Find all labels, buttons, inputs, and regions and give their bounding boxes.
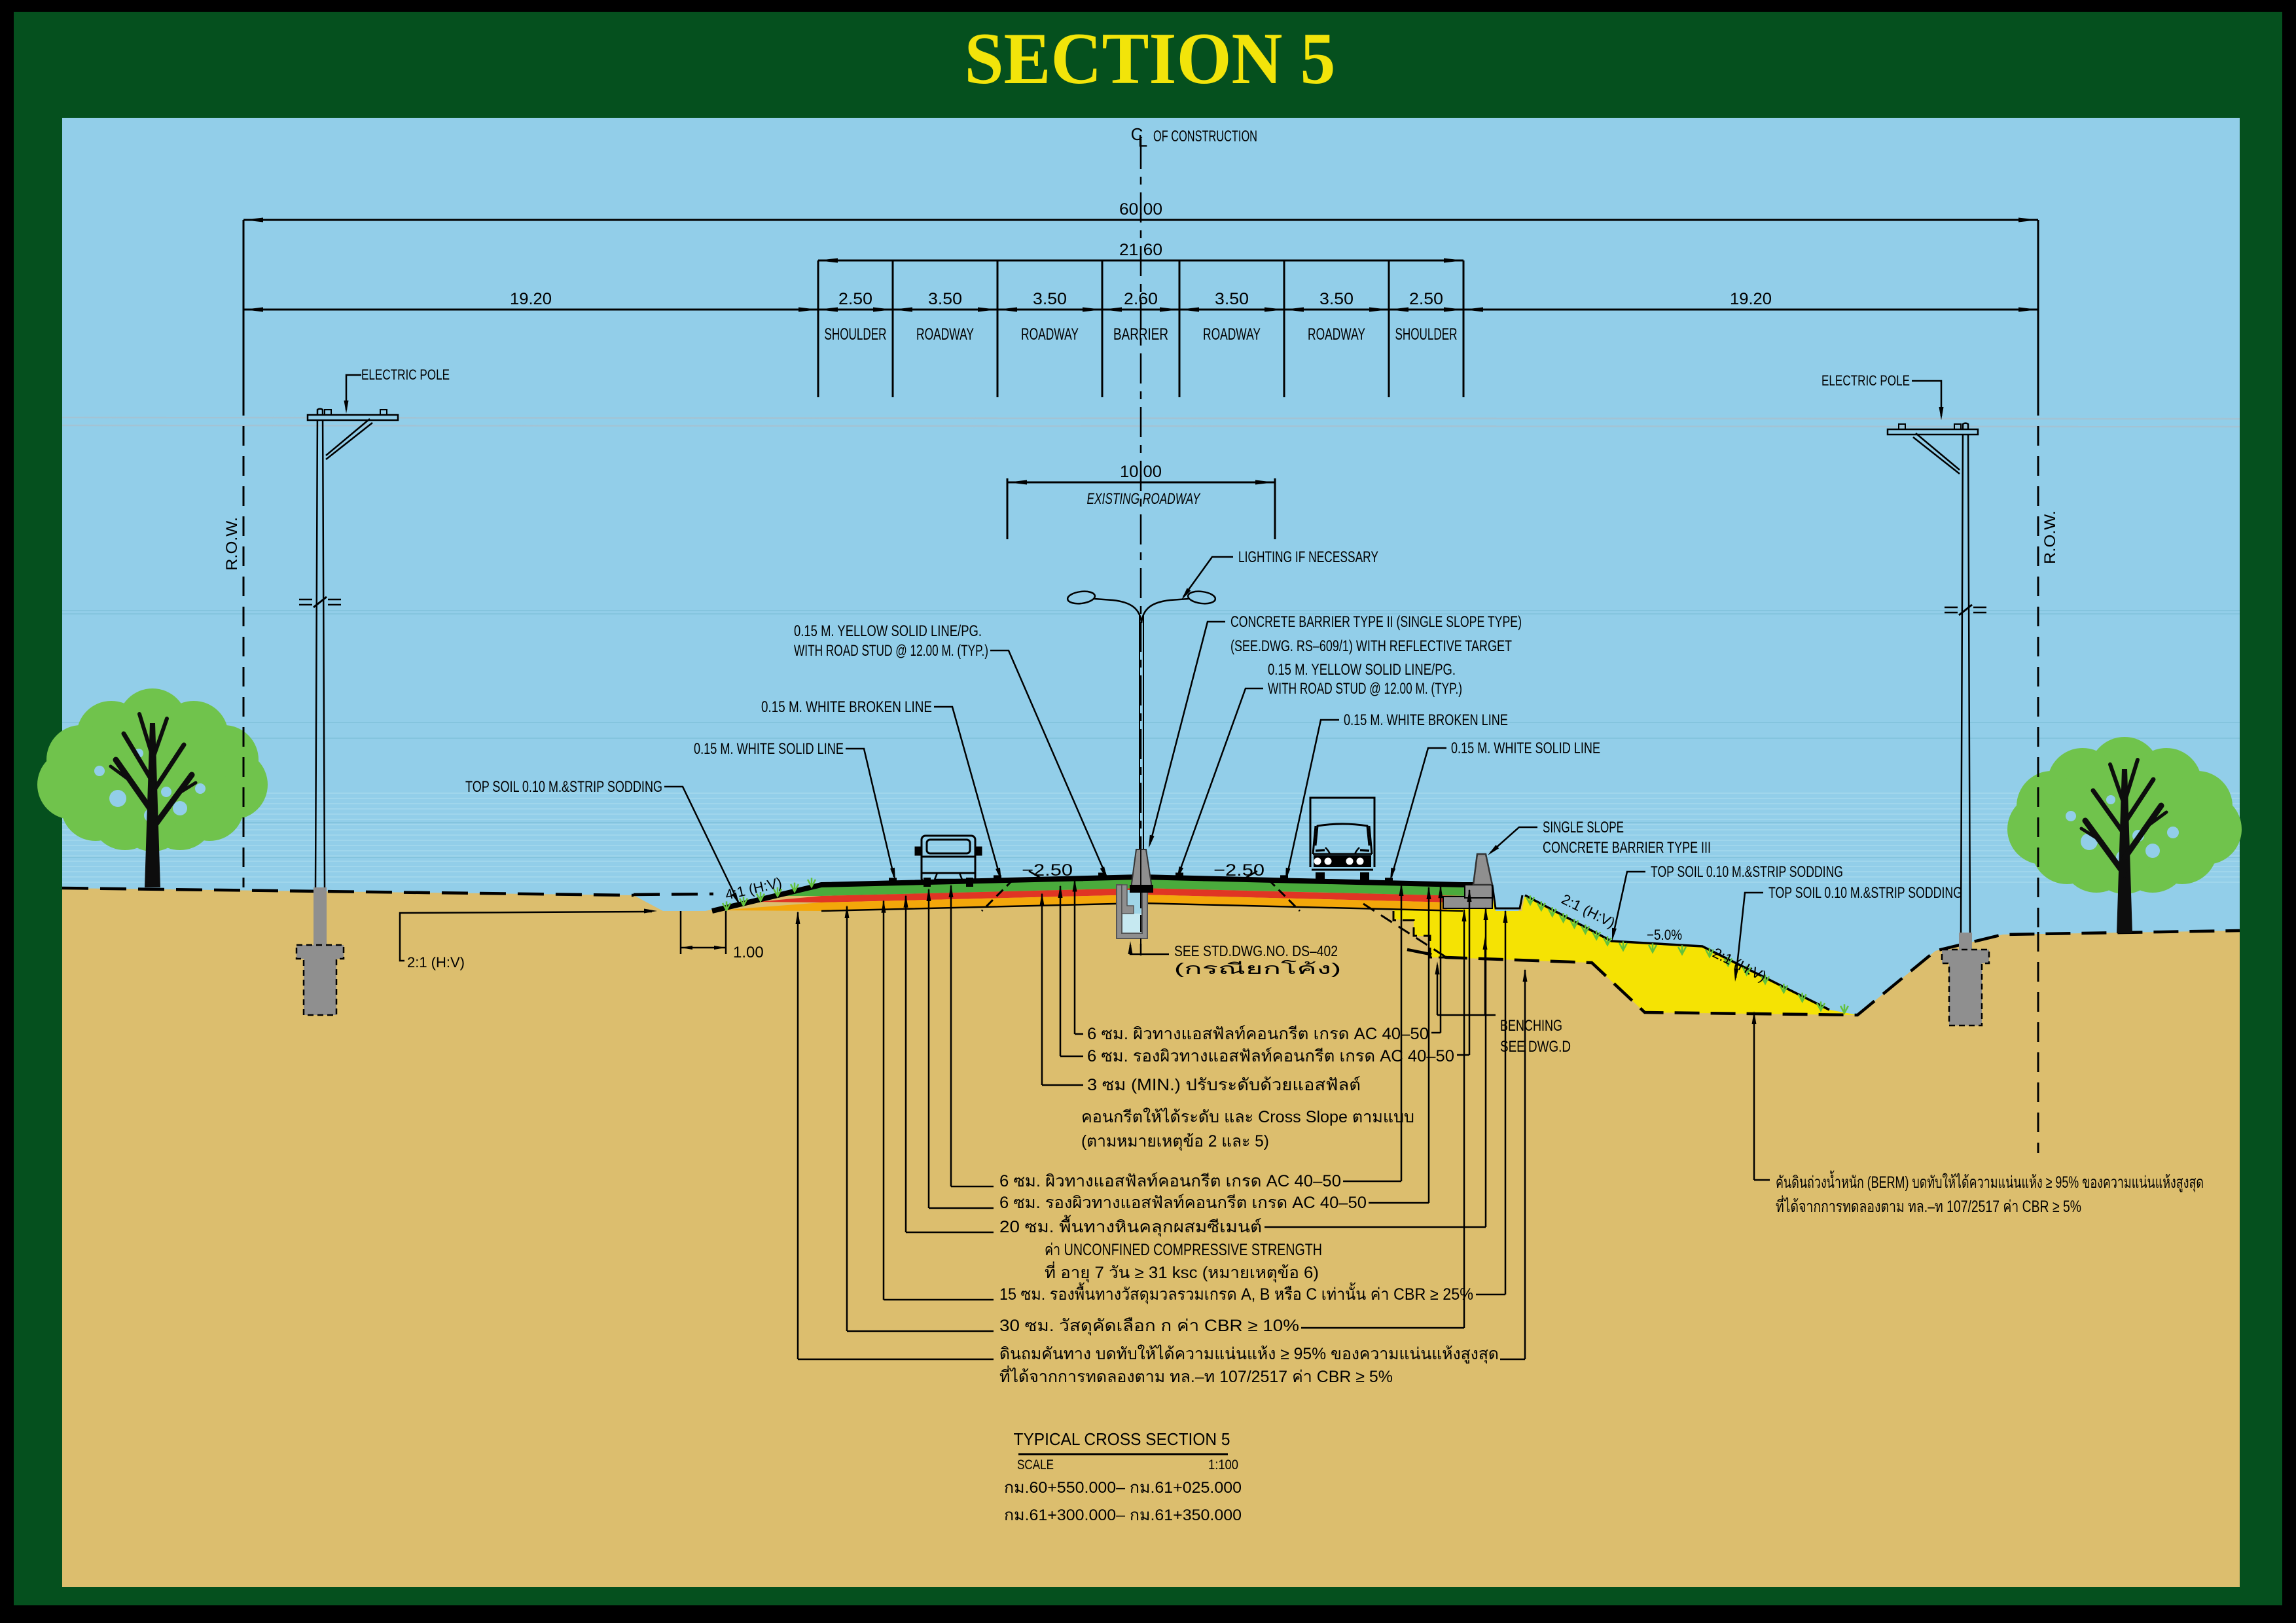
svg-text:15 ซม. รองพื้นทางวัสดุมวลรวมเก: 15 ซม. รองพื้นทางวัสดุมวลรวมเกรด A, B หร…	[999, 1282, 1473, 1304]
svg-text:(กรณียกโค้ง): (กรณียกโค้ง)	[1174, 960, 1341, 977]
svg-text:คอนกรีตให้ได้ระดับ และ Cross S: คอนกรีตให้ได้ระดับ และ Cross Slope ตามแบ…	[1081, 1107, 1414, 1126]
svg-text:ที่ได้จากการทดลองตาม ทล.–ท 107: ที่ได้จากการทดลองตาม ทล.–ท 107/2517 ค่า …	[999, 1365, 1393, 1386]
svg-text:2:1 (H:V): 2:1 (H:V)	[407, 954, 465, 971]
svg-text:R.O.W.: R.O.W.	[2041, 510, 2059, 564]
svg-text:1:100: 1:100	[1208, 1457, 1238, 1472]
svg-text:WITH ROAD STUD @ 12.00 M. (TYP: WITH ROAD STUD @ 12.00 M. (TYP.)	[1268, 680, 1462, 698]
svg-text:C: C	[1131, 124, 1143, 144]
svg-text:OF CONSTRUCTION: OF CONSTRUCTION	[1153, 128, 1257, 145]
svg-text:ROADWAY: ROADWAY	[916, 325, 974, 344]
svg-text:−2.50: −2.50	[1022, 861, 1073, 880]
svg-text:3.50: 3.50	[1319, 290, 1354, 308]
svg-text:TYPICAL CROSS SECTION 5: TYPICAL CROSS SECTION 5	[1014, 1429, 1230, 1449]
svg-text:กม.60+550.000– กม.61+025.000: กม.60+550.000– กม.61+025.000	[1004, 1479, 1242, 1497]
svg-text:0.15 M. WHITE BROKEN LINE: 0.15 M. WHITE BROKEN LINE	[1344, 711, 1508, 729]
svg-text:−2.50: −2.50	[1213, 861, 1265, 880]
svg-text:3.50: 3.50	[1215, 290, 1249, 308]
svg-text:3 ซม (MIN.) ปรับระดับด้วยแอสฟั: 3 ซม (MIN.) ปรับระดับด้วยแอสฟัลต์	[1087, 1076, 1361, 1094]
svg-text:CONCRETE BARRIER TYPE II (SING: CONCRETE BARRIER TYPE II (SINGLE SLOPE T…	[1230, 613, 1522, 631]
svg-text:LIGHTING IF NECESSARY: LIGHTING IF NECESSARY	[1238, 548, 1378, 566]
svg-text:6 ซม. รองผิวทางแอสฟัลท์คอนกรีต: 6 ซม. รองผิวทางแอสฟัลท์คอนกรีต เกรด AC 4…	[999, 1194, 1367, 1212]
svg-text:L: L	[1138, 131, 1147, 151]
svg-text:BENCHING: BENCHING	[1500, 1017, 1562, 1035]
svg-text:EXISTING ROADWAY: EXISTING ROADWAY	[1087, 490, 1201, 508]
svg-text:3.50: 3.50	[928, 290, 962, 308]
svg-text:SINGLE SLOPE: SINGLE SLOPE	[1543, 819, 1624, 836]
svg-text:0.15 M. YELLOW SOLID LINE/PG.: 0.15 M. YELLOW SOLID LINE/PG.	[1268, 661, 1456, 679]
svg-text:คันดินถ่วงน้ำหนัก (BERM) บดทับ: คันดินถ่วงน้ำหนัก (BERM) บดทับให้ได้ความ…	[1776, 1170, 2204, 1192]
svg-text:กม.61+300.000– กม.61+350.000: กม.61+300.000– กม.61+350.000	[1004, 1507, 1242, 1524]
svg-text:ELECTRIC POLE: ELECTRIC POLE	[1821, 372, 1910, 389]
svg-text:3.50: 3.50	[1033, 290, 1067, 308]
svg-text:CONCRETE BARRIER TYPE III: CONCRETE BARRIER TYPE III	[1543, 839, 1711, 857]
svg-text:1.00: 1.00	[733, 944, 764, 961]
svg-text:6 ซม. รองผิวทางแอสฟัลท์คอนกรีต: 6 ซม. รองผิวทางแอสฟัลท์คอนกรีต เกรด AC 4…	[1087, 1047, 1454, 1065]
svg-text:0.15 M. YELLOW SOLID LINE/PG.: 0.15 M. YELLOW SOLID LINE/PG.	[794, 622, 982, 640]
svg-text:SCALE: SCALE	[1017, 1457, 1054, 1472]
svg-text:−5.0%: −5.0%	[1647, 927, 1682, 943]
svg-text:ที่ได้จากการทดลองตาม ทล.–ท 107: ที่ได้จากการทดลองตาม ทล.–ท 107/2517 ค่า …	[1776, 1195, 2081, 1216]
svg-text:TOP SOIL 0.10 M.&STRIP SODDING: TOP SOIL 0.10 M.&STRIP SODDING	[465, 778, 662, 796]
svg-text:(ตามหมายเหตุข้อ 2 และ 5): (ตามหมายเหตุข้อ 2 และ 5)	[1081, 1132, 1269, 1151]
svg-text:19.20: 19.20	[1730, 290, 1772, 308]
svg-text:19.20: 19.20	[510, 290, 552, 308]
svg-text:6 ซม. ผิวทางแอสฟัลท์คอนกรีต เก: 6 ซม. ผิวทางแอสฟัลท์คอนกรีต เกรด AC 40–5…	[999, 1172, 1341, 1190]
svg-text:TOP SOIL 0.10 M.&STRIP SODDING: TOP SOIL 0.10 M.&STRIP SODDING	[1768, 884, 1962, 902]
svg-text:ROADWAY: ROADWAY	[1308, 325, 1365, 344]
svg-text:ค่า UNCONFINED COMPRESSIVE STR: ค่า UNCONFINED COMPRESSIVE STRENGTH	[1045, 1241, 1322, 1259]
svg-text:ELECTRIC POLE: ELECTRIC POLE	[361, 366, 450, 383]
svg-text:SHOULDER: SHOULDER	[825, 325, 887, 344]
svg-text:0.15 M. WHITE SOLID LINE: 0.15 M. WHITE SOLID LINE	[694, 740, 844, 758]
svg-text:SEE DWG.D: SEE DWG.D	[1500, 1038, 1571, 1056]
svg-text:30 ซม. วัสดุคัดเลือก ก ค่า CBR: 30 ซม. วัสดุคัดเลือก ก ค่า CBR ≥ 10%	[999, 1317, 1299, 1336]
svg-text:ที่ อายุ 7 วัน ≥ 31 ksc (หมายเ: ที่ อายุ 7 วัน ≥ 31 ksc (หมายเหตุข้อ 6)	[1045, 1261, 1319, 1283]
svg-text:ROADWAY: ROADWAY	[1021, 325, 1079, 344]
svg-text:SECTION 5: SECTION 5	[965, 18, 1336, 99]
svg-text:0.15 M. WHITE SOLID LINE: 0.15 M. WHITE SOLID LINE	[1451, 740, 1600, 757]
svg-text:ดินถมคันทาง บดทับให้ได้ความแน่: ดินถมคันทาง บดทับให้ได้ความแน่นแห้ง ≥ 95…	[999, 1344, 1499, 1364]
svg-text:0.15 M. WHITE BROKEN LINE: 0.15 M. WHITE BROKEN LINE	[761, 698, 932, 716]
svg-text:SHOULDER: SHOULDER	[1395, 325, 1458, 344]
svg-text:R.O.W.: R.O.W.	[223, 517, 241, 571]
svg-text:SEE STD.DWG.NO. DS–402: SEE STD.DWG.NO. DS–402	[1174, 942, 1338, 959]
svg-text:2.50: 2.50	[1409, 290, 1443, 308]
svg-text:TOP SOIL 0.10 M.&STRIP SODDING: TOP SOIL 0.10 M.&STRIP SODDING	[1651, 863, 1843, 881]
svg-text:WITH ROAD STUD @ 12.00 M. (TYP: WITH ROAD STUD @ 12.00 M. (TYP.)	[794, 642, 988, 660]
svg-text:20 ซม. พื้นทางหินคลุกผสมซีเมนต: 20 ซม. พื้นทางหินคลุกผสมซีเมนต์	[999, 1215, 1262, 1237]
svg-text:ROADWAY: ROADWAY	[1203, 325, 1261, 344]
svg-text:(SEE.DWG. RS–609/1) WITH REFLE: (SEE.DWG. RS–609/1) WITH REFLECTIVE TARG…	[1230, 637, 1512, 655]
svg-text:2.50: 2.50	[838, 290, 872, 308]
svg-text:6 ซม. ผิวทางแอสฟัลท์คอนกรีต เก: 6 ซม. ผิวทางแอสฟัลท์คอนกรีต เกรด AC 40–5…	[1087, 1025, 1429, 1043]
